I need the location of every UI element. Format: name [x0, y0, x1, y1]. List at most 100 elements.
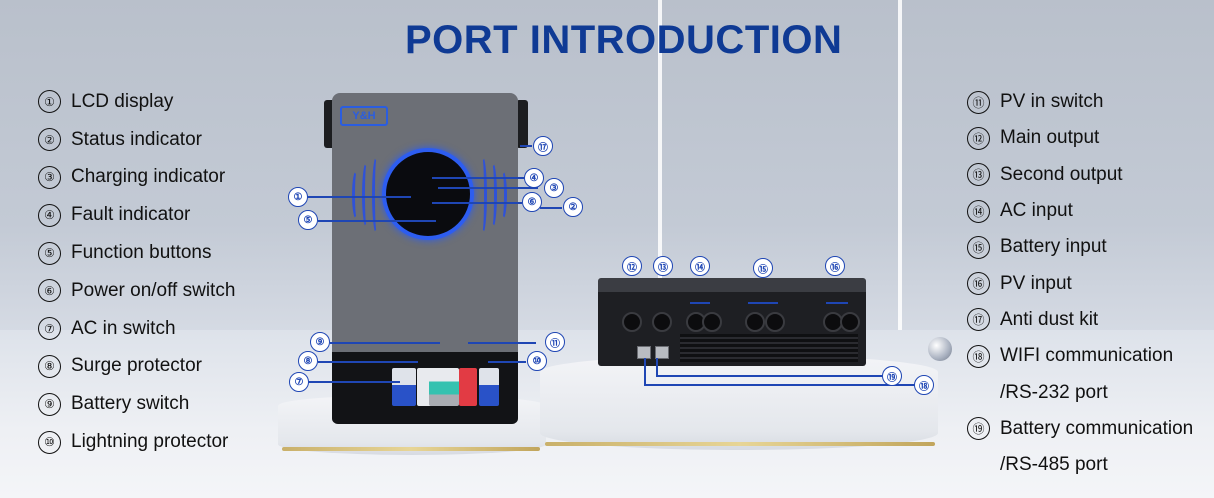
- pedestal-right: [540, 355, 938, 450]
- legend-label: WIFI communication: [1000, 345, 1174, 367]
- number-badge: ⑫: [967, 126, 990, 150]
- legend-item: ⑬ Second output: [967, 157, 1193, 193]
- legend-label: Main output: [1000, 127, 1100, 149]
- legend-label: Surge protector: [71, 355, 202, 377]
- decor-wave: [488, 162, 497, 228]
- legend-right: ⑪ PV in switch ⑫ Main output ⑬ Second outpu…: [967, 84, 1193, 483]
- legend-item: ② Status indicator: [38, 121, 235, 159]
- leader-line: [432, 177, 524, 179]
- number-badge: ②: [38, 128, 61, 152]
- legend-label: Function buttons: [71, 242, 212, 264]
- pedestal-trim: [282, 447, 540, 451]
- legend-label: Status indicator: [71, 128, 202, 150]
- callout-18: ⑱: [914, 375, 934, 395]
- leader-line: [656, 358, 658, 376]
- leader-line: [520, 145, 532, 147]
- legend-label: Fault indicator: [71, 204, 191, 226]
- decor-wave: [372, 156, 381, 234]
- leader-line: [644, 384, 916, 386]
- legend-label: Second output: [1000, 163, 1123, 185]
- decor-wave: [352, 170, 361, 220]
- legend-item: ⑱ WIFI communication: [967, 338, 1193, 374]
- leader-line: [826, 302, 848, 304]
- legend-item-continuation: /RS-485 port: [967, 447, 1193, 483]
- leader-line: [468, 342, 536, 344]
- main-output-port: [622, 312, 642, 332]
- page-title: PORT INTRODUCTION: [405, 18, 843, 62]
- second-output-port: [652, 312, 672, 332]
- legend-item: ① LCD display: [38, 83, 235, 121]
- ac-input-port-n: [702, 312, 722, 332]
- leader-line: [432, 202, 522, 204]
- legend-item: ⑨ Battery switch: [38, 385, 235, 423]
- number-badge: ⑨: [38, 392, 61, 416]
- number-badge: ⑰: [967, 308, 990, 332]
- callout-16: ⑯: [825, 256, 845, 276]
- leader-line: [318, 361, 418, 363]
- number-badge: ⑯: [967, 272, 990, 296]
- callout-1: ①: [288, 187, 308, 207]
- callout-14: ⑭: [690, 256, 710, 276]
- number-badge: ⑥: [38, 279, 61, 303]
- pedestal-trim: [545, 442, 935, 446]
- vent-grill: [680, 334, 858, 362]
- callout-13: ⑬: [653, 256, 673, 276]
- number-badge: ⑩: [38, 430, 61, 454]
- leader-line: [318, 220, 436, 222]
- leader-line: [748, 302, 778, 304]
- number-badge: ③: [38, 165, 61, 189]
- callout-17: ⑰: [533, 136, 553, 156]
- battery-port-pos: [745, 312, 765, 332]
- legend-label: PV in switch: [1000, 91, 1104, 113]
- number-badge: ⑦: [38, 317, 61, 341]
- callout-12: ⑫: [622, 256, 642, 276]
- legend-item: ⑤ Function buttons: [38, 234, 235, 272]
- rs485-port: [655, 346, 669, 359]
- number-badge: ⑧: [38, 354, 61, 378]
- number-badge: ⑤: [38, 241, 61, 265]
- number-badge: ⑬: [967, 163, 990, 187]
- leader-line: [488, 361, 526, 363]
- wall-divider: [658, 0, 662, 330]
- decor-wave: [478, 156, 487, 234]
- callout-11: ⑪: [545, 332, 565, 352]
- leader-line: [438, 187, 538, 189]
- brand-logo: Y&H: [340, 106, 388, 126]
- callout-6: ⑥: [522, 192, 542, 212]
- legend-label: Battery communication: [1000, 417, 1194, 439]
- leader-line: [307, 196, 411, 198]
- number-badge: ⑪: [967, 90, 990, 114]
- wall-divider: [898, 0, 902, 330]
- legend-label: Battery switch: [71, 393, 190, 415]
- number-badge: ⑲: [967, 417, 990, 441]
- legend-label: AC input: [1000, 200, 1073, 222]
- leader-line: [644, 358, 646, 385]
- legend-label: LCD display: [71, 90, 174, 112]
- number-badge: ④: [38, 203, 61, 227]
- number-badge: ⑮: [967, 235, 990, 259]
- legend-label: AC in switch: [71, 317, 176, 339]
- number-badge: ⑱: [967, 344, 990, 368]
- legend-label: /RS-232 port: [1000, 381, 1108, 403]
- leader-line: [330, 342, 440, 344]
- callout-2: ②: [563, 197, 583, 217]
- legend-label: Lightning protector: [71, 431, 229, 453]
- legend-item-continuation: /RS-232 port: [967, 374, 1193, 410]
- callout-7: ⑦: [289, 372, 309, 392]
- number-badge: ①: [38, 90, 61, 114]
- callout-10: ⑩: [527, 351, 547, 371]
- battery-port-neg: [765, 312, 785, 332]
- callout-4: ④: [524, 168, 544, 188]
- leader-line: [308, 381, 400, 383]
- decor-wave: [362, 162, 371, 228]
- legend-label: PV input: [1000, 272, 1072, 294]
- ac-in-breaker: [392, 368, 416, 406]
- leader-line: [656, 375, 882, 377]
- mounting-ear: [516, 100, 528, 148]
